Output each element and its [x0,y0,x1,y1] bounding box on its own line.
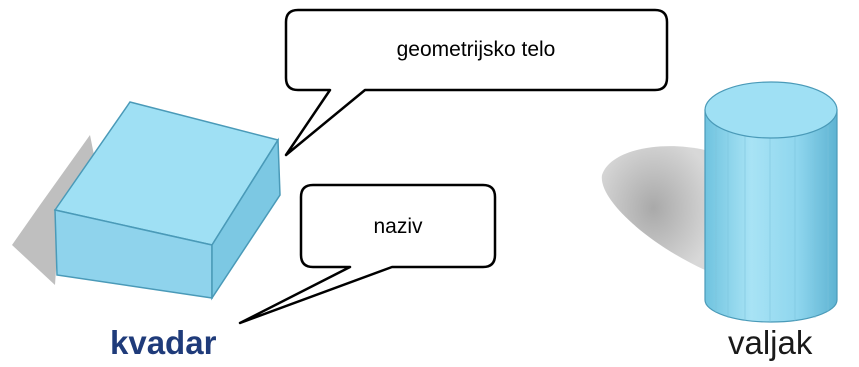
callout-name-bubble [238,183,497,325]
cuboid-label: kvadar [110,324,217,361]
callout-shape: geometrijsko telo [284,8,669,157]
cuboid-right-face [211,137,281,301]
callout-shape-text: geometrijsko telo [397,38,556,61]
cylinder-figure [601,81,838,323]
callout-name: naziv [238,183,497,325]
cuboid-figure [12,101,281,301]
cylinder-body [704,109,838,323]
cylinder-shadow [601,146,705,270]
cuboid-shadow [12,135,95,285]
callout-name-text: naziv [373,215,423,238]
cylinder-top-face [704,81,838,139]
cylinder-label: valjak [728,324,813,361]
callout-shape-bubble [284,8,669,157]
